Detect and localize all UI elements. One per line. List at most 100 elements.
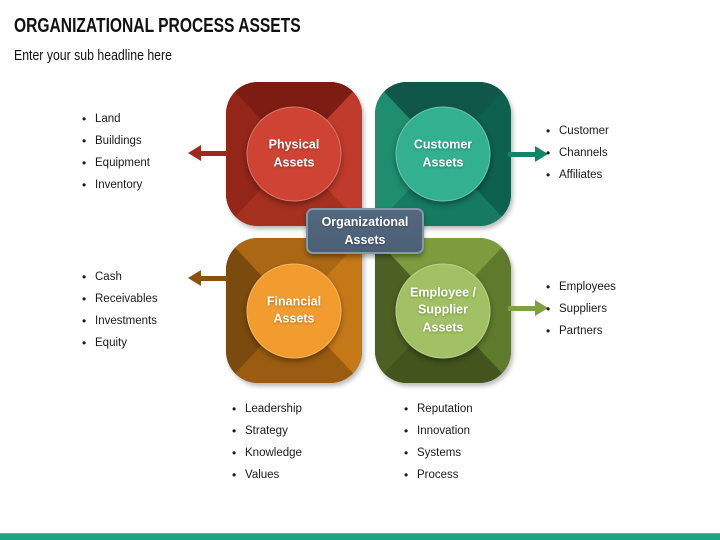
list-item: • Leadership bbox=[232, 398, 302, 420]
list-item: • Customer bbox=[546, 120, 609, 142]
bullet-icon: • bbox=[82, 178, 87, 192]
list-item: • Strategy bbox=[232, 420, 302, 442]
customer-assets-quadrant: Customer Assets bbox=[375, 82, 511, 226]
list-item-text: Employees bbox=[559, 281, 616, 293]
arrowhead-left-icon bbox=[188, 145, 201, 161]
list-item: • Investments bbox=[82, 310, 158, 332]
bullet-icon: • bbox=[404, 446, 409, 460]
list-item-text: Leadership bbox=[245, 403, 302, 415]
list-item: • Partners bbox=[546, 320, 616, 342]
list-item-text: Process bbox=[417, 469, 459, 481]
arrowhead-left-icon bbox=[188, 270, 201, 286]
arrowhead-right-icon bbox=[535, 146, 548, 162]
list-item-text: Systems bbox=[417, 447, 462, 459]
list-item-text: Affiliates bbox=[559, 169, 603, 181]
bullet-icon: • bbox=[82, 292, 87, 306]
list-item: • Cash bbox=[82, 266, 158, 288]
bullet-icon: • bbox=[404, 402, 409, 416]
list-item: • Equity bbox=[82, 332, 158, 354]
list-item-text: Cash bbox=[95, 271, 122, 283]
bullet-icon: • bbox=[546, 124, 551, 138]
employee-supplier-assets-list: • Employees • Suppliers • Partners bbox=[546, 276, 616, 342]
page-title: ORGANIZATIONAL PROCESS ASSETS bbox=[14, 15, 301, 37]
bullet-icon: • bbox=[546, 324, 551, 338]
list-item-text: Buildings bbox=[95, 135, 142, 147]
organizational-assets-right-list: • Reputation • Innovation • Systems • Proces… bbox=[404, 398, 473, 486]
customer-right-arrow-icon bbox=[508, 146, 548, 162]
list-item-text: Customer bbox=[559, 125, 609, 137]
employee-supplier-assets-circle: Employee / Supplier Assets bbox=[395, 263, 491, 358]
bullet-icon: • bbox=[82, 112, 87, 126]
list-item-text: Suppliers bbox=[559, 303, 607, 315]
list-item: • Employees bbox=[546, 276, 616, 298]
financial-left-arrow-icon bbox=[188, 270, 228, 286]
arrow-shaft bbox=[508, 151, 535, 157]
list-item: • Channels bbox=[546, 142, 609, 164]
bullet-icon: • bbox=[232, 402, 237, 416]
employee-right-arrow-icon bbox=[508, 300, 548, 316]
list-item-text: Receivables bbox=[95, 293, 158, 305]
list-item: • Values bbox=[232, 464, 302, 486]
customer-assets-circle: Customer Assets bbox=[395, 106, 491, 202]
list-item-text: Strategy bbox=[245, 425, 288, 437]
financial-assets-label: Financial Assets bbox=[266, 294, 322, 326]
list-item: • Systems bbox=[404, 442, 473, 464]
list-item: • Land bbox=[82, 108, 150, 130]
list-item: • Knowledge bbox=[232, 442, 302, 464]
bullet-icon: • bbox=[82, 156, 87, 170]
financial-assets-quadrant: Financial Assets bbox=[226, 238, 362, 383]
bullet-icon: • bbox=[82, 134, 87, 148]
list-item-text: Inventory bbox=[95, 179, 143, 191]
list-item-text: Investments bbox=[95, 315, 157, 327]
list-item: • Process bbox=[404, 464, 473, 486]
list-item-text: Equipment bbox=[95, 157, 150, 169]
bullet-icon: • bbox=[546, 302, 551, 316]
list-item: • Affiliates bbox=[546, 164, 609, 186]
bullet-icon: • bbox=[232, 446, 237, 460]
physical-left-arrow-icon bbox=[188, 145, 228, 161]
list-item-text: Values bbox=[245, 469, 280, 481]
customer-assets-list: • Customer • Channels • Affiliates bbox=[546, 120, 609, 186]
bullet-icon: • bbox=[82, 270, 87, 284]
financial-assets-circle: Financial Assets bbox=[246, 263, 342, 358]
financial-assets-list: • Cash • Receivables • Investments • Equity bbox=[82, 266, 158, 354]
physical-assets-quadrant: Physical Assets bbox=[226, 82, 362, 226]
arrow-shaft bbox=[201, 150, 228, 156]
list-item-text: Innovation bbox=[417, 425, 471, 437]
bullet-icon: • bbox=[404, 468, 409, 482]
employee-supplier-assets-label: Employee / Supplier Assets bbox=[410, 285, 476, 335]
physical-assets-list: • Land • Buildings • Equipment • Inventory bbox=[82, 108, 150, 196]
organizational-assets-left-list: • Leadership • Strategy • Knowledge • Values bbox=[232, 398, 302, 486]
organizational-assets-label: Organizational Assets bbox=[321, 214, 409, 247]
list-item-text: Land bbox=[95, 113, 121, 125]
list-item: • Innovation bbox=[404, 420, 473, 442]
list-item: • Reputation bbox=[404, 398, 473, 420]
list-item-text: Knowledge bbox=[245, 447, 302, 459]
bullet-icon: • bbox=[546, 168, 551, 182]
bullet-icon: • bbox=[82, 314, 87, 328]
list-item: • Equipment bbox=[82, 152, 150, 174]
bullet-icon: • bbox=[404, 424, 409, 438]
bullet-icon: • bbox=[232, 424, 237, 438]
bullet-icon: • bbox=[546, 146, 551, 160]
page-subtitle: Enter your sub headline here bbox=[14, 47, 172, 64]
bullet-icon: • bbox=[232, 468, 237, 482]
list-item: • Receivables bbox=[82, 288, 158, 310]
list-item: • Buildings bbox=[82, 130, 150, 152]
list-item: • Suppliers bbox=[546, 298, 616, 320]
list-item-text: Channels bbox=[559, 147, 608, 159]
bullet-icon: • bbox=[546, 280, 551, 294]
customer-assets-label: Customer Assets bbox=[413, 137, 473, 170]
list-item: • Inventory bbox=[82, 174, 150, 196]
arrow-shaft bbox=[201, 275, 228, 281]
arrow-shaft bbox=[508, 305, 535, 311]
list-item-text: Partners bbox=[559, 325, 603, 337]
physical-assets-circle: Physical Assets bbox=[246, 106, 342, 202]
physical-assets-label: Physical Assets bbox=[268, 137, 320, 170]
list-item-text: Reputation bbox=[417, 403, 473, 415]
bullet-icon: • bbox=[82, 336, 87, 350]
employee-supplier-assets-quadrant: Employee / Supplier Assets bbox=[375, 238, 511, 383]
organizational-assets-box: Organizational Assets bbox=[306, 208, 424, 254]
list-item-text: Equity bbox=[95, 337, 127, 349]
